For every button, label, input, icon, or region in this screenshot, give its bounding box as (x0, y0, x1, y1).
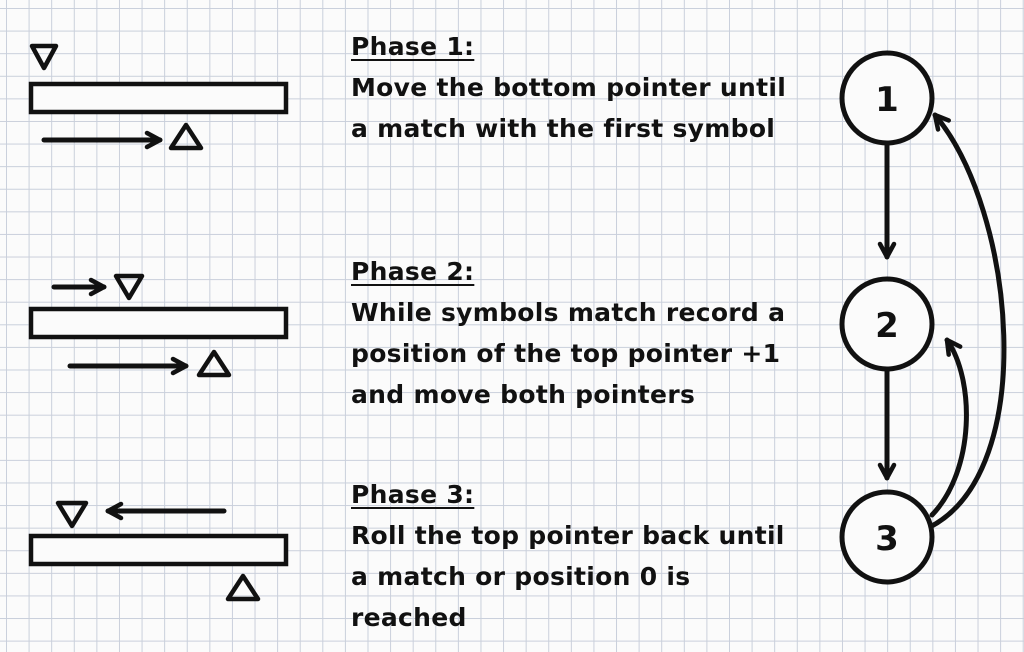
string-bar (28, 533, 289, 567)
phase-description: Roll the top pointer back until a match … (351, 521, 785, 632)
phase-2-block: Phase 2: While symbols match record a po… (351, 251, 821, 415)
edge-3-to-1 (927, 112, 1007, 530)
state-node-3: 3 (839, 489, 935, 585)
top-pointer-triangle (55, 500, 89, 529)
bottom-pointer-triangle (168, 122, 204, 151)
phase-1-block: Phase 1: Move the bottom pointer until a… (351, 26, 821, 149)
bottom-pointer-triangle (225, 573, 261, 602)
string-bar (28, 306, 289, 340)
state-node-label: 3 (875, 519, 899, 559)
phase-3-block: Phase 3: Roll the top pointer back until… (351, 474, 821, 638)
state-node-2: 2 (839, 276, 935, 372)
phase-1-illustration (28, 43, 289, 151)
state-node-label: 2 (875, 306, 899, 346)
phase-title: Phase 1: (351, 32, 475, 61)
bottom-pointer-triangle (196, 349, 232, 378)
phase-title: Phase 2: (351, 257, 475, 286)
phase-description: While symbols match record a position of… (351, 298, 786, 409)
phase-3-illustration (28, 500, 289, 602)
top-pointer-triangle (113, 273, 145, 301)
phase-title: Phase 3: (351, 480, 475, 509)
string-bar (28, 81, 289, 115)
state-node-1: 1 (839, 50, 935, 146)
state-node-label: 1 (875, 80, 899, 120)
phase-description: Move the bottom pointer until a match wi… (351, 73, 787, 143)
edge-3-to-2 (929, 337, 969, 518)
phase-2-illustration (28, 273, 289, 378)
top-pointer-triangle (29, 43, 59, 71)
state-machine: 1 2 3 (839, 50, 1007, 585)
